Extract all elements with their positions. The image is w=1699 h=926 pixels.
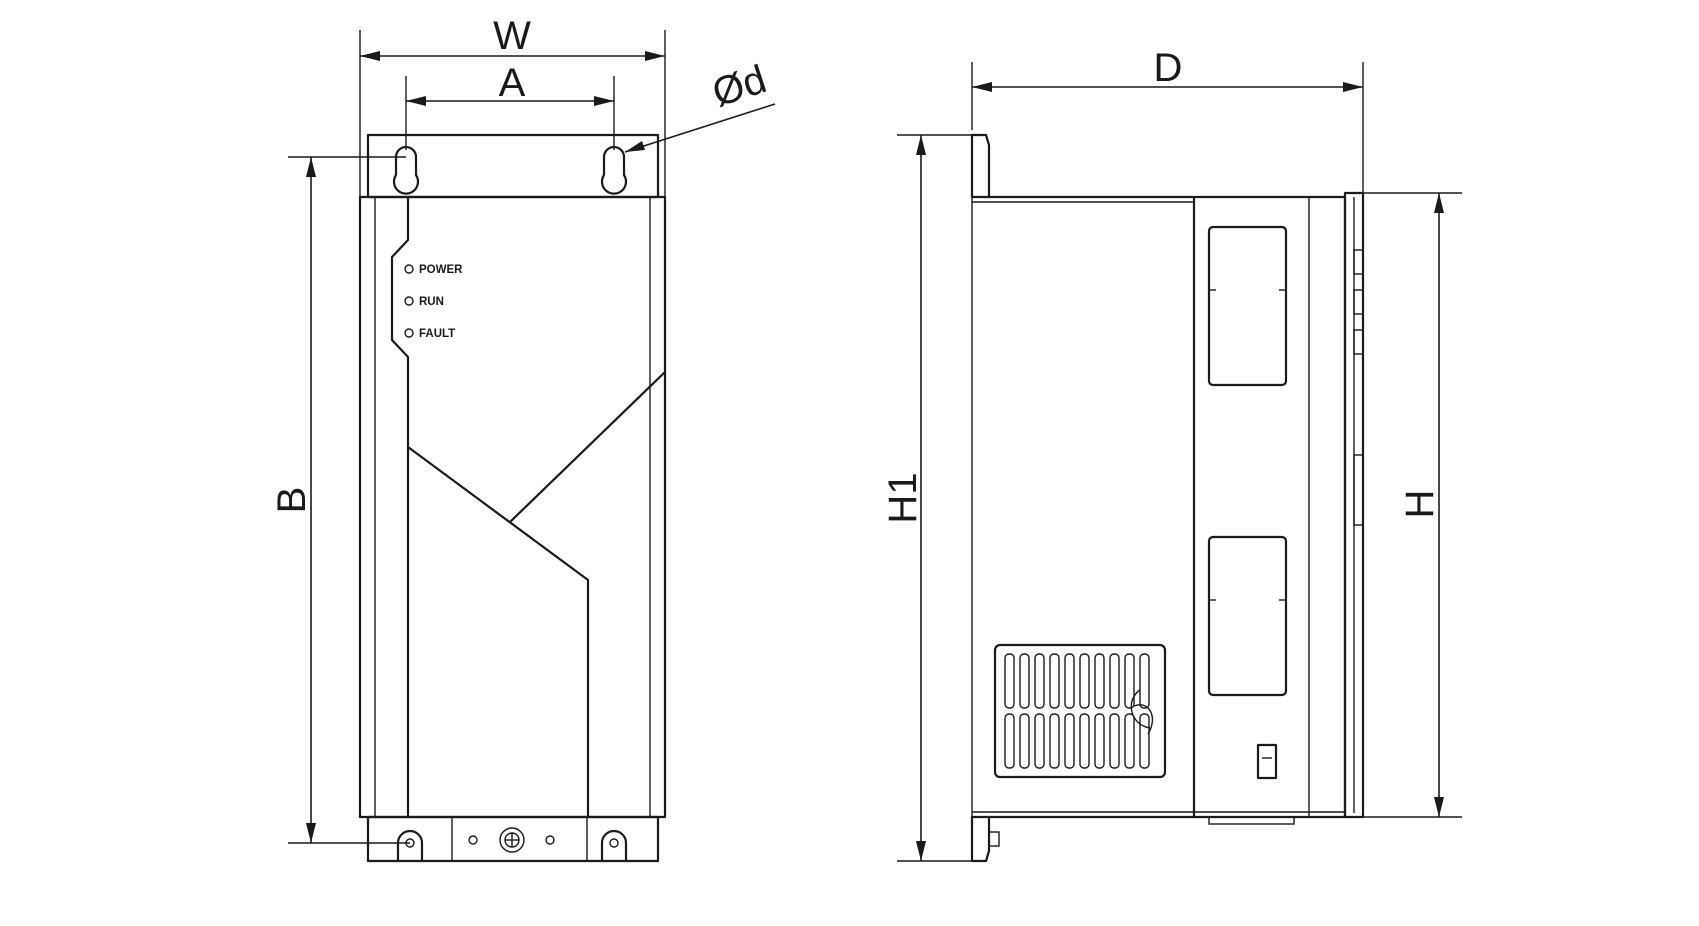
side-body	[970, 195, 1347, 819]
side-keypad-button-2	[1353, 289, 1364, 315]
front-body	[358, 195, 667, 819]
run-led-icon	[404, 296, 414, 306]
side-switch	[1256, 743, 1278, 780]
side-view	[970, 133, 1365, 863]
side-keypad-button-1	[1353, 249, 1364, 275]
side-window-upper	[1207, 225, 1288, 387]
fault-led-icon	[404, 328, 414, 338]
bottom-slot-right-hole	[609, 838, 619, 848]
side-flange-top	[970, 133, 991, 199]
side-dimensions: D H1 H	[881, 46, 1462, 862]
panel-profile-left	[390, 195, 410, 819]
vent-slots-upper	[1004, 653, 1150, 709]
side-keypad-button-3	[1353, 329, 1364, 355]
power-led-label: POWER	[419, 264, 463, 276]
dim-label-d: D	[1154, 46, 1183, 90]
panel-diagonal-upper	[508, 370, 667, 524]
dim-label-h1: H1	[881, 472, 925, 523]
panel-diagonal-lower	[406, 445, 590, 819]
dim-label-h: H	[1398, 490, 1442, 519]
power-led-icon	[404, 264, 414, 274]
fan-outline	[1130, 689, 1153, 735]
side-bottom-foot	[1208, 816, 1295, 825]
front-view: POWER RUN FAULT	[358, 133, 667, 863]
bottom-mount-plate	[366, 815, 660, 863]
bottom-slot-right	[600, 829, 628, 863]
vent-slots-lower	[1004, 713, 1150, 769]
keyhole-slot-left	[392, 145, 420, 195]
dim-label-b: B	[270, 487, 314, 514]
side-bottom-tab	[988, 831, 1000, 847]
run-led-label: RUN	[419, 296, 444, 308]
side-flange-bottom	[970, 815, 991, 863]
bottom-slot-left	[396, 829, 424, 863]
ground-screw-icon	[499, 827, 525, 853]
dim-label-a: A	[499, 61, 526, 105]
dim-label-w: W	[493, 14, 531, 58]
keyhole-slot-right	[600, 145, 628, 195]
front-dimensions: W A Ød B	[270, 14, 776, 844]
bottom-plate-hole-left	[468, 835, 478, 845]
dim-label-od: Ød	[707, 57, 771, 115]
dim-leader-od	[624, 103, 776, 153]
fault-led-label: FAULT	[419, 328, 455, 340]
side-keypad-slot	[1353, 454, 1364, 526]
vent-grille	[993, 643, 1167, 779]
side-window-lower	[1207, 535, 1288, 697]
bottom-plate-hole-right	[545, 835, 555, 845]
